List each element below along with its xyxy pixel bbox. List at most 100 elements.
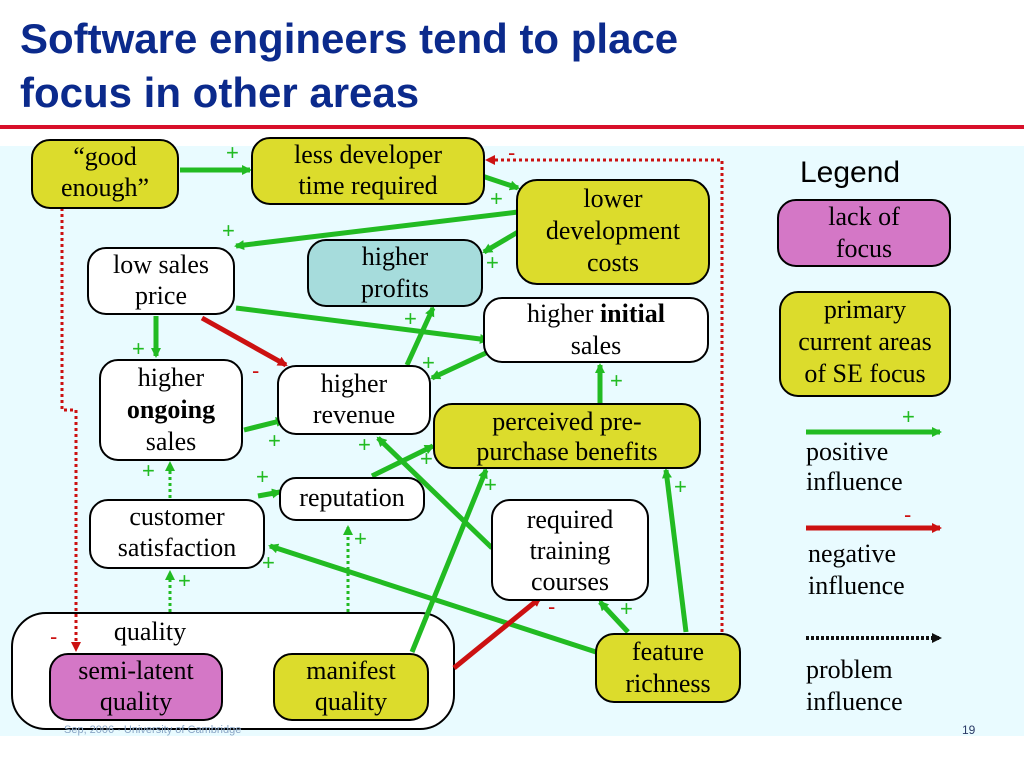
node-feature-richness: feature richness [595,633,741,703]
svg-text:quality: quality [100,687,172,716]
svg-text:positive: positive [806,437,888,466]
sign-plus: + [674,474,687,499]
sign-plus: + [222,218,235,243]
svg-text:negative: negative [808,539,896,568]
svg-text:training: training [530,536,611,565]
svg-text:higher initial: higher initial [527,299,665,328]
sign-minus: - [904,502,911,527]
svg-text:manifest: manifest [306,656,396,685]
slide-footer: Sep, 2006 · University of Cambridge [64,724,242,736]
page-number: 19 [962,723,976,737]
svg-text:richness: richness [625,669,710,698]
svg-text:costs: costs [587,248,639,277]
svg-text:revenue: revenue [313,400,395,429]
svg-text:profits: profits [361,274,429,303]
sign-minus: - [548,594,555,619]
svg-text:higher: higher [362,242,429,271]
svg-text:focus: focus [836,234,892,263]
svg-text:required: required [527,505,614,534]
sign-plus: + [262,550,275,575]
svg-text:development: development [546,216,681,245]
legend: Legend lack of focus primary current are… [777,156,951,716]
svg-text:current areas: current areas [798,327,932,356]
sign-plus: + [358,432,371,457]
node-manifest-quality: manifest quality [273,653,429,721]
node-reputation: reputation [279,477,425,521]
svg-text:purchase benefits: purchase benefits [476,437,657,466]
svg-text:sales: sales [571,331,622,360]
svg-text:price: price [135,281,187,310]
node-good-enough: “good enough” [31,139,179,209]
svg-text:low sales: low sales [113,250,209,279]
svg-text:ongoing: ongoing [127,395,215,424]
arrow-manifest-to-benefits [409,468,489,653]
svg-text:influence: influence [808,571,905,600]
node-semi-latent-quality: semi-latent quality [49,653,223,721]
sign-plus: + [268,428,281,453]
sign-plus: + [902,404,915,429]
sign-plus: + [142,458,155,483]
arrow-lower-costs-to-low-price [234,209,519,251]
svg-text:quality: quality [315,687,387,716]
sign-plus: + [178,568,191,593]
svg-text:lower: lower [583,184,643,213]
sign-plus: + [256,464,269,489]
problem-influences [60,155,724,652]
sign-plus: + [404,306,417,331]
legend-problem-influence: problem influence [806,633,942,716]
negative-influences [200,315,542,670]
svg-text:influence: influence [806,467,903,496]
positive-influences [151,165,689,655]
sign-plus: + [132,336,145,361]
node-lower-development-costs: lower development costs [516,179,710,285]
svg-text:“good: “good [73,142,137,171]
node-higher-ongoing-sales: higher ongoing sales [99,359,243,461]
svg-text:sales: sales [146,427,197,456]
legend-primary-areas: primary current areas of SE focus [779,291,951,397]
legend-negative-influence: - negative influence [806,502,942,600]
node-higher-revenue: higher revenue [277,365,431,435]
svg-text:influence: influence [806,687,903,716]
svg-text:higher: higher [321,369,388,398]
arrow-feature-to-training [598,600,630,634]
problem-arrow-good-enough-to-semi-latent [60,208,81,652]
legend-positive-influence: + positive influence [806,404,942,496]
sign-plus: + [610,368,623,393]
sign-plus: + [620,596,633,621]
sign-plus: + [226,140,239,165]
quality-group-label: quality [114,617,186,646]
svg-text:higher: higher [138,363,205,392]
slide-title: Software engineers tend to place focus i… [20,12,1000,120]
node-low-sales-price: low sales price [87,247,235,315]
svg-text:customer: customer [129,502,225,531]
sign-minus: - [50,624,57,649]
arrow-low-price-to-revenue [200,315,288,368]
sign-plus: + [490,186,503,211]
node-less-developer-time: less developer time required [251,137,485,205]
arrow-feature-to-benefits [662,468,689,633]
sign-minus: - [252,358,259,383]
title-line-1: Software engineers tend to place [20,15,679,62]
arrow-feature-to-satisfaction [268,543,597,655]
svg-text:satisfaction: satisfaction [118,533,236,562]
node-required-training: required training courses [491,499,649,601]
arrow-training-to-revenue [376,436,494,550]
sign-plus: + [422,350,435,375]
svg-text:time required: time required [298,171,437,200]
arrow-initial-sales-to-revenue [430,349,490,381]
sign-plus: + [484,472,497,497]
arrow-manifest-to-training [452,596,542,670]
arrow-ongoing-sales-to-revenue [243,417,286,433]
arrow-satisfaction-to-reputation [257,488,282,499]
svg-text:problem: problem [806,655,893,684]
node-perceived-benefits: perceived pre- purchase benefits [433,403,701,469]
svg-text:lack of: lack of [828,202,900,231]
arrow-lower-costs-to-profits [482,229,520,255]
title-divider [0,125,1024,129]
problem-arrow-feature-richness-to-less-dev-time [485,155,724,632]
title-line-2: focus in other areas [20,69,420,116]
svg-text:feature: feature [632,637,704,666]
svg-text:semi-latent: semi-latent [78,656,194,685]
node-higher-initial-sales: higher initial sales [483,297,709,363]
